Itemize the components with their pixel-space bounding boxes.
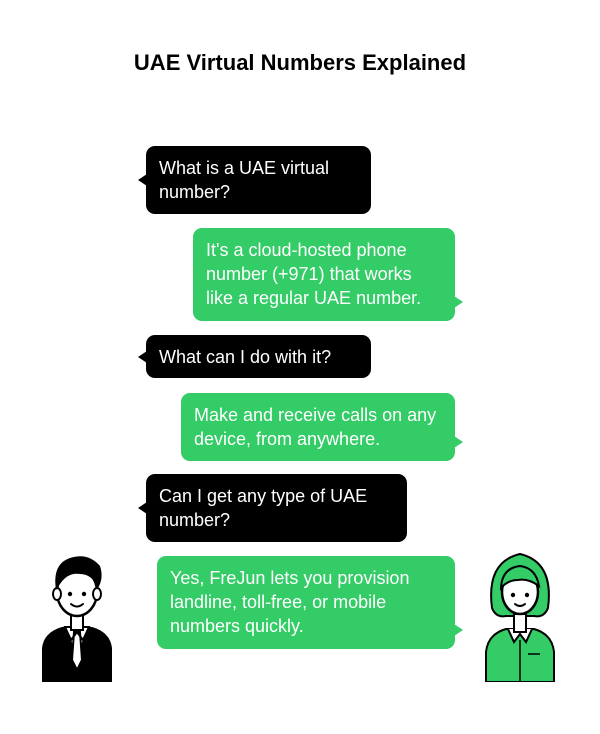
answer-bubble-1: It's a cloud-hosted phone number (+971) … xyxy=(193,228,463,321)
man-in-suit-icon xyxy=(42,556,112,682)
question-bubble-1: What is a UAE virtual number? xyxy=(138,146,371,214)
question-bubble-2: What can I do with it? xyxy=(138,335,371,378)
diagram-title: UAE Virtual Numbers Explained xyxy=(133,50,467,75)
answer-bubble-3: Yes, FreJun lets you provision landline,… xyxy=(157,556,463,649)
woman-icon xyxy=(485,552,555,682)
question-bubble-3: Can I get any type of UAE number? xyxy=(138,474,407,542)
answer-bubble-2: Make and receive calls on any device, fr… xyxy=(181,393,463,461)
